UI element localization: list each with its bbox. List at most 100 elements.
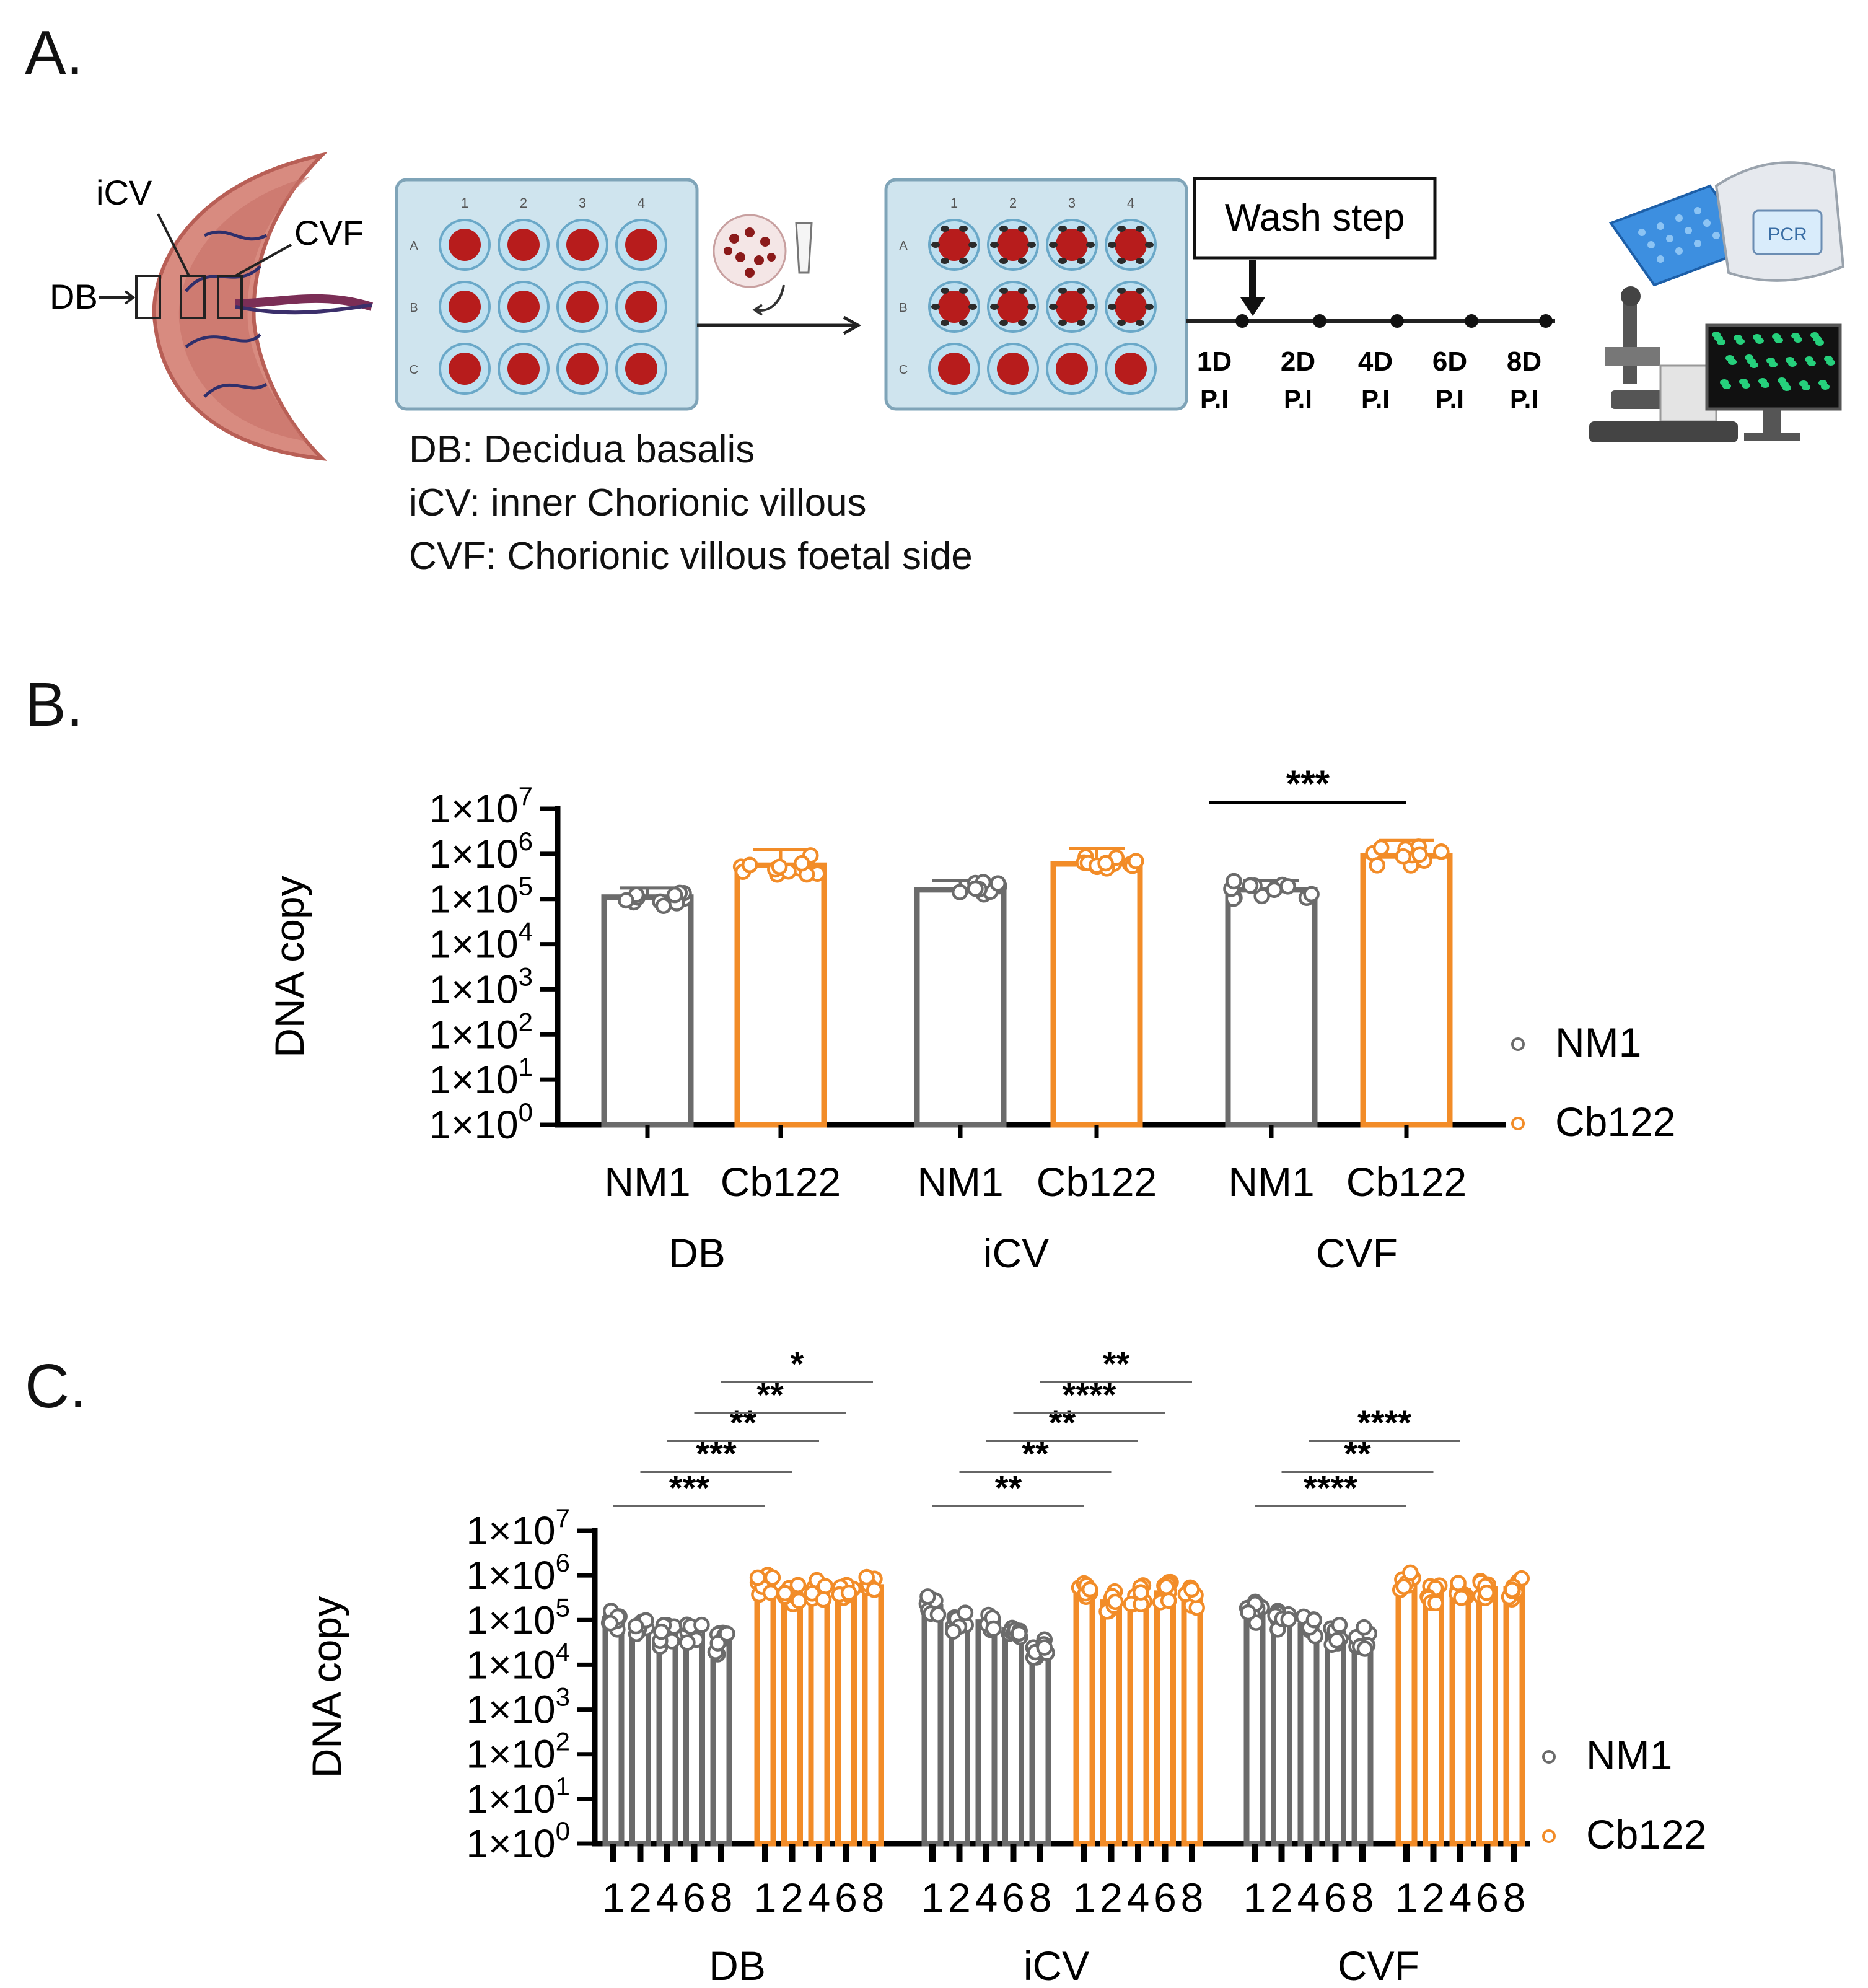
tissue-sample — [1056, 353, 1088, 385]
data-point — [628, 1617, 644, 1635]
tissue-sample — [566, 353, 599, 385]
x-tick-label: 2 — [1100, 1875, 1123, 1920]
legend-label: NM1 — [1555, 1019, 1641, 1065]
x-tick-label: 6 — [1476, 1875, 1499, 1920]
bacteria-dot — [1058, 226, 1067, 232]
legend-marker — [1542, 1829, 1556, 1843]
wash-step-label: Wash step — [1225, 196, 1405, 239]
data-point — [951, 884, 968, 900]
plate-row-label: C — [410, 363, 418, 377]
bar — [734, 862, 827, 1128]
y-tick-label: 1×106 — [429, 827, 533, 876]
tissue-sample — [507, 291, 540, 323]
bar — [1503, 1586, 1525, 1847]
db-label: DB — [50, 277, 98, 316]
fluorescent-cell — [1807, 360, 1816, 366]
x-tick-label: NM1 — [1228, 1159, 1314, 1205]
bar — [1351, 1635, 1374, 1847]
data-point — [1158, 1578, 1175, 1595]
fluorescent-cell — [1815, 340, 1824, 346]
bacteria-dot — [1049, 242, 1058, 248]
bacteria-dot — [1027, 304, 1036, 310]
tissue-sample — [1056, 291, 1088, 323]
bar — [1050, 861, 1143, 1128]
chart-c: 1×1001×1011×1021×1031×1041×1051×1061×107… — [304, 1344, 1707, 1988]
timepoint-day: 1D — [1197, 346, 1232, 377]
bacteria-dot — [1058, 319, 1067, 326]
x-tick-label: 1 — [921, 1875, 944, 1920]
tissue-sample — [1115, 229, 1147, 261]
bar — [1127, 1593, 1149, 1847]
data-point — [653, 1623, 670, 1640]
bacteria-dot — [1018, 319, 1027, 326]
data-point — [929, 1606, 947, 1623]
data-point — [1356, 1640, 1374, 1657]
data-point — [1478, 1585, 1495, 1601]
fluorescent-cell — [1728, 359, 1737, 365]
timeline-dot — [1235, 314, 1249, 328]
y-axis-label: DNA copy — [304, 1596, 349, 1778]
data-point — [1433, 843, 1450, 860]
data-point — [1160, 1592, 1177, 1609]
x-tick-label: 4 — [1127, 1875, 1150, 1920]
data-point — [1369, 857, 1386, 874]
data-point — [1226, 873, 1242, 890]
pcr-label: PCR — [1768, 224, 1807, 245]
legend-marker — [1511, 1037, 1525, 1051]
legend-label: Cb122 — [1586, 1811, 1707, 1857]
monitor-icon — [1705, 323, 1842, 441]
fluorescent-cell — [1717, 339, 1725, 345]
data-point — [794, 855, 810, 872]
data-point — [1081, 1581, 1098, 1598]
bacteria-dot — [1018, 257, 1027, 264]
panel-c-label: C. — [25, 1352, 87, 1421]
bar — [1297, 1622, 1320, 1847]
data-point — [1331, 1616, 1348, 1634]
group-label: DB — [709, 1943, 766, 1988]
significance-stars: **** — [1304, 1468, 1357, 1507]
fluorescent-cell — [1794, 336, 1802, 343]
x-tick-label: 8 — [862, 1875, 885, 1920]
bacteria-dot — [941, 226, 949, 232]
x-tick-label: 8 — [1181, 1875, 1204, 1920]
legend-marker — [1542, 1750, 1556, 1764]
x-tick-label: 4 — [808, 1875, 831, 1920]
x-tick-label: 2 — [1422, 1875, 1445, 1920]
bacteria-dot — [1058, 257, 1067, 264]
tissue-sample — [449, 291, 481, 323]
plate-row-label: B — [410, 301, 418, 315]
x-tick-label: 6 — [835, 1875, 857, 1920]
bar — [808, 1588, 830, 1847]
bacteria-inoculum-icon — [713, 214, 813, 316]
timepoint-pi: P.I — [1436, 384, 1464, 413]
x-tick-label: 4 — [1297, 1875, 1320, 1920]
bar — [656, 1632, 678, 1847]
data-point — [1504, 1581, 1520, 1598]
bacteria-dot — [1077, 257, 1085, 264]
bar — [1029, 1644, 1051, 1847]
data-point — [791, 1592, 807, 1609]
fluorescent-cell — [1788, 361, 1797, 367]
timepoint-day: 2D — [1281, 346, 1315, 377]
plate-row-label: A — [410, 239, 418, 253]
x-tick-label: 6 — [1324, 1875, 1347, 1920]
fluorescent-cell — [1736, 338, 1745, 345]
x-tick-label: 1 — [1243, 1875, 1266, 1920]
data-point — [1097, 855, 1114, 872]
bacteria-dot — [1108, 304, 1116, 310]
placenta-illustration — [152, 151, 374, 461]
timepoint-day: 8D — [1507, 346, 1541, 377]
data-point — [789, 1577, 807, 1593]
bacteria-dot — [1027, 242, 1036, 248]
tissue-sample — [997, 353, 1029, 385]
bar — [1271, 1619, 1292, 1847]
bacteria-dot — [999, 319, 1008, 326]
bar — [1476, 1586, 1498, 1847]
group-label: CVF — [1316, 1230, 1398, 1276]
data-point — [817, 1578, 834, 1594]
bacteria-dot — [999, 257, 1008, 264]
tissue-sample — [507, 353, 540, 385]
fluorescent-cell — [1782, 385, 1791, 391]
x-tick-label: 4 — [975, 1875, 998, 1920]
bar — [1154, 1590, 1176, 1847]
